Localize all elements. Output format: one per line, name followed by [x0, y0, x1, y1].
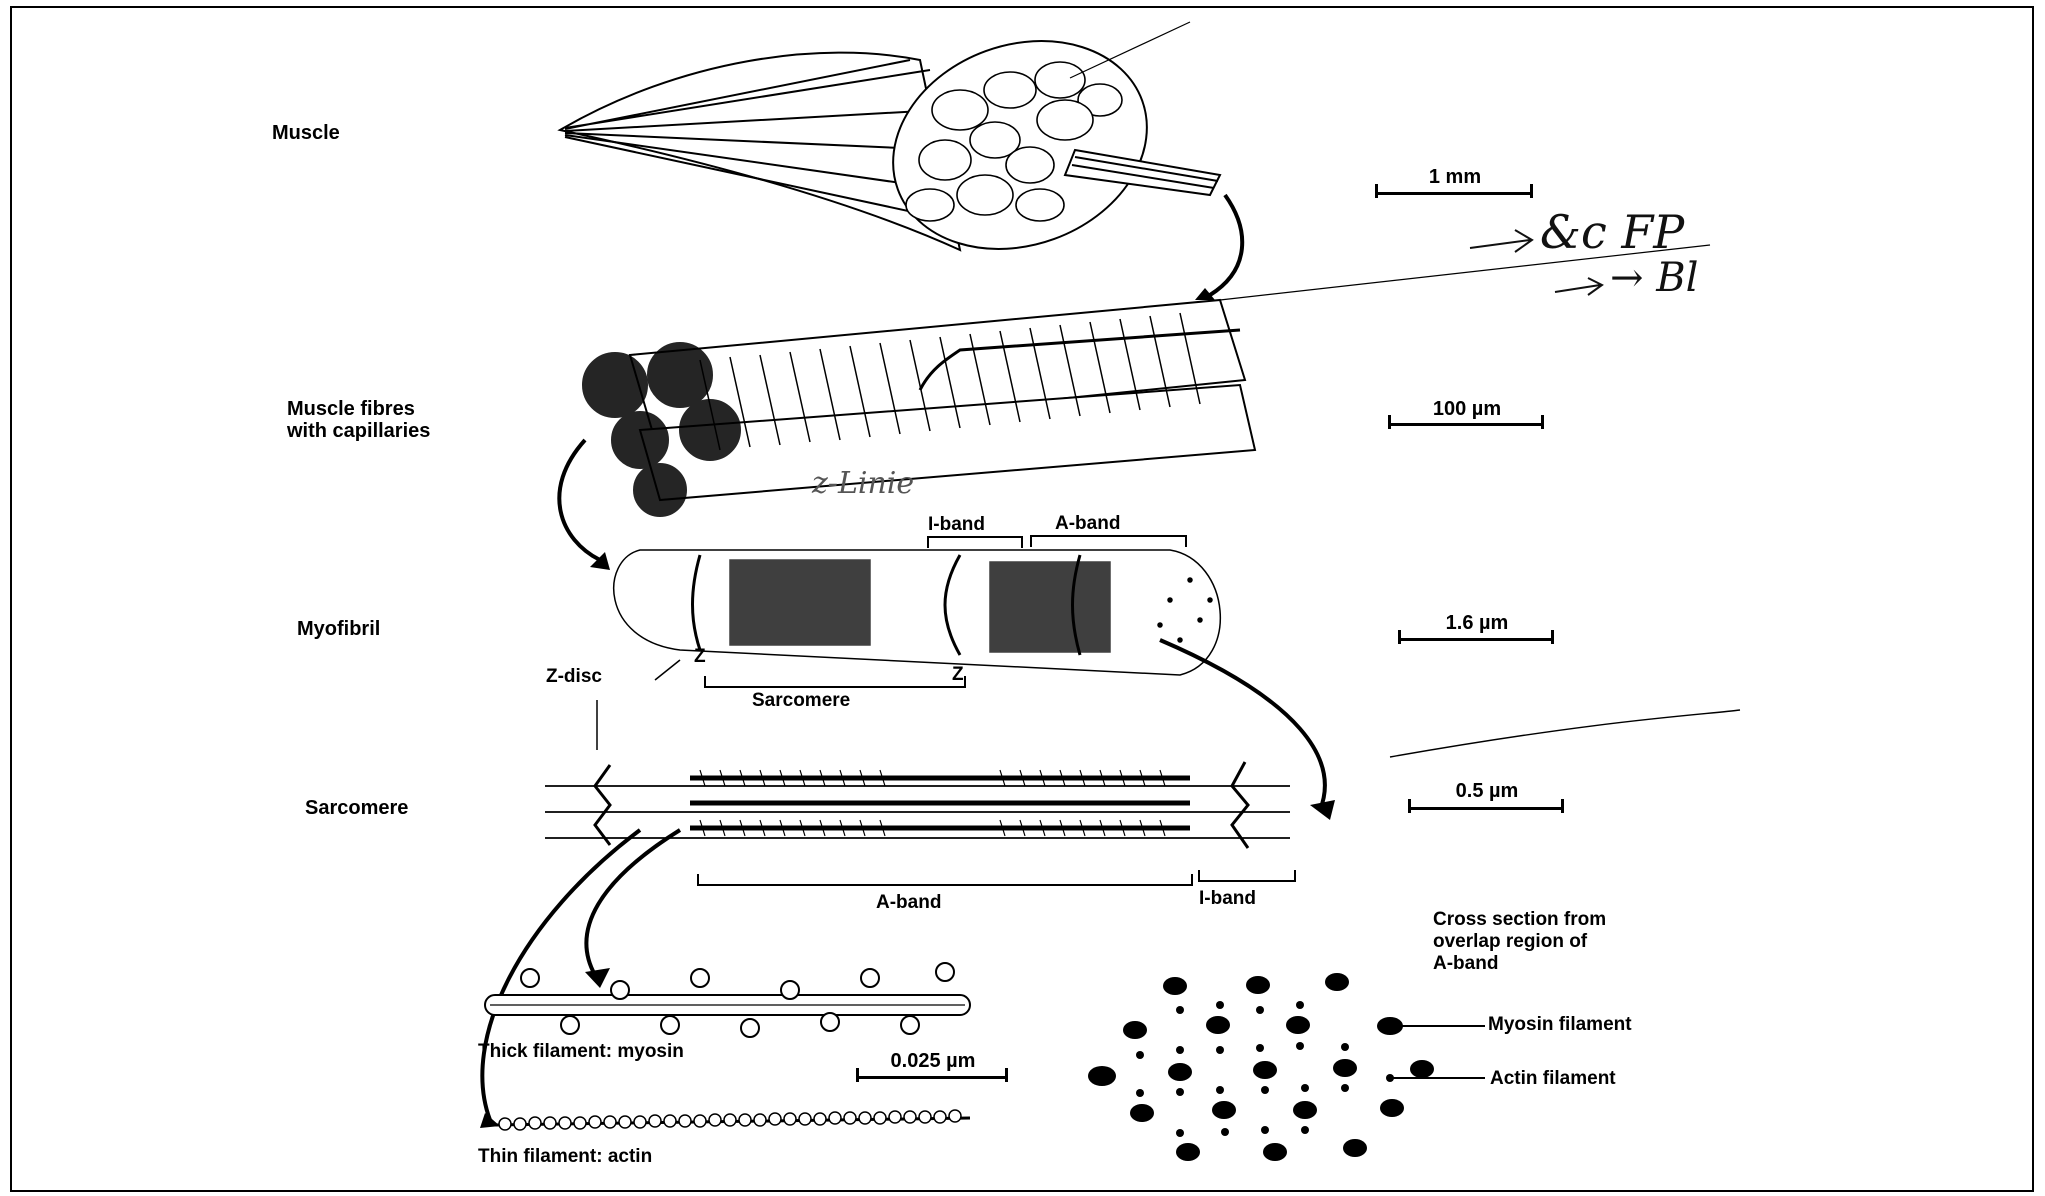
label-sarcomere: Sarcomere — [305, 797, 408, 819]
sarcomere-drawing — [545, 660, 1740, 848]
handwritten-note-2: → Bl — [1610, 255, 1698, 301]
thick-filament-drawing — [485, 963, 970, 1037]
label-i-band-top: I-band — [928, 514, 985, 536]
cross-section-drawing — [1088, 973, 1485, 1161]
scale-bar-100um — [1388, 413, 1544, 426]
bracket-i-band-bottom — [1198, 870, 1296, 882]
arrow-sarcomere-to-thick — [586, 830, 680, 975]
label-z-disc: Z-disc — [546, 666, 602, 688]
arrow-fibres-to-myofibril — [559, 440, 600, 560]
label-sarcomere-myofibril: Sarcomere — [752, 690, 850, 712]
muscle-fibres-drawing — [583, 245, 1710, 516]
arrow-sarcomere-to-thin — [482, 830, 640, 1120]
label-a-band-top: A-band — [1055, 513, 1120, 535]
label-thick-filament: Thick filament: myosin — [478, 1041, 684, 1063]
label-i-band-bottom: I-band — [1199, 888, 1256, 910]
handwritten-note-1: &c FP — [1540, 205, 1684, 259]
handwritten-note-3: z-Linie — [812, 466, 914, 501]
label-cross-section-title: Cross section from overlap region of A-b… — [1433, 909, 1606, 975]
arrow-muscle-to-fibres — [1210, 195, 1242, 295]
label-myosin-filament: Myosin filament — [1488, 1014, 1632, 1036]
label-muscle: Muscle — [272, 122, 340, 144]
scale-bar-1mm — [1375, 182, 1533, 195]
label-a-band-bottom: A-band — [876, 892, 941, 914]
label-thin-filament: Thin filament: actin — [478, 1146, 652, 1168]
bracket-a-band-bottom — [697, 874, 1193, 886]
label-z-left: Z — [694, 646, 706, 668]
bracket-a-band-top — [1030, 535, 1187, 547]
thin-filament-drawing — [495, 1110, 970, 1130]
whole-muscle-drawing — [560, 7, 1220, 284]
scale-bar-1-6um — [1398, 628, 1554, 641]
label-myofibril: Myofibril — [297, 618, 380, 640]
scale-bar-0-5um — [1408, 797, 1564, 810]
bracket-sarcomere — [704, 676, 966, 688]
scale-bar-0-025um — [856, 1066, 1008, 1079]
label-actin-filament: Actin filament — [1490, 1068, 1616, 1090]
bracket-i-band-top — [927, 536, 1023, 548]
label-muscle-fibres: Muscle fibres with capillaries — [287, 398, 430, 442]
